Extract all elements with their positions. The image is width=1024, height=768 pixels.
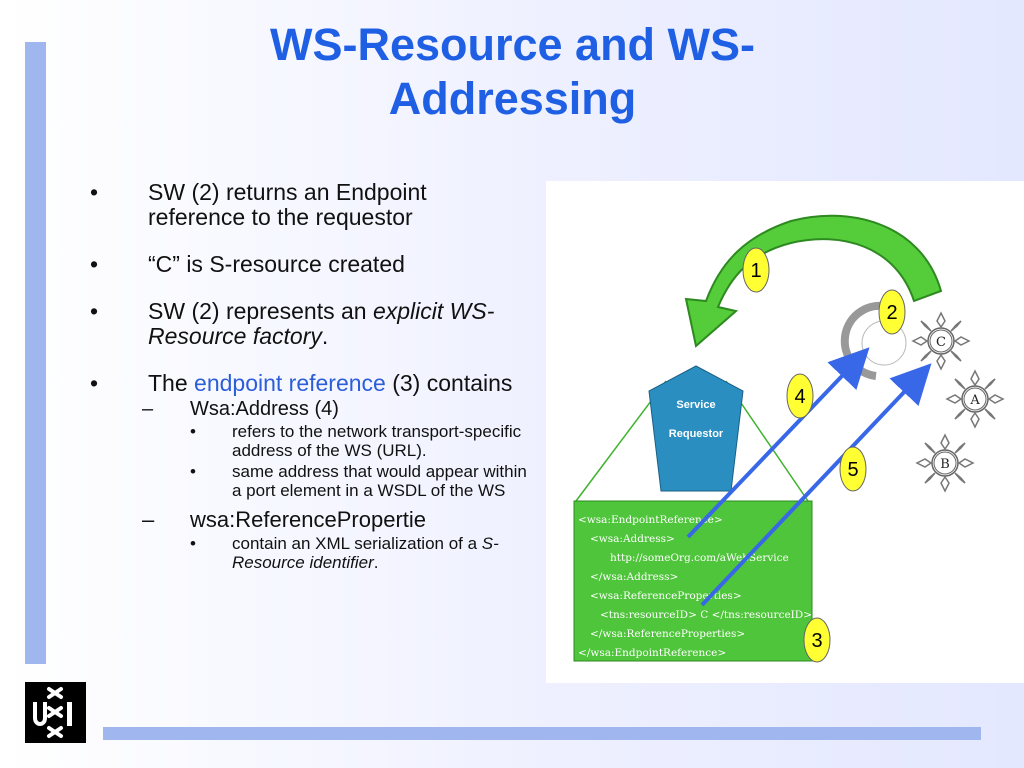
resource-c-label: C <box>936 335 946 350</box>
xml-line: </wsa:Address> <box>590 571 678 583</box>
university-logo <box>25 682 86 743</box>
sub-bullet-reference-properties: – wsa:ReferencePropertie <box>90 508 530 532</box>
bullet-glyph: • <box>90 370 99 396</box>
bullet-glyph: • <box>190 462 196 481</box>
badge-4-label: 4 <box>794 386 805 408</box>
resource-a-icon: A <box>946 370 1004 428</box>
bottom-accent-bar <box>103 727 981 740</box>
resource-b-icon: B <box>916 434 974 492</box>
service-requestor-shape: Service Requestor <box>648 365 744 492</box>
green-curved-arrow <box>684 214 943 348</box>
xml-line: <wsa:ReferenceProperties> <box>590 590 742 602</box>
badge-3-label: 3 <box>811 630 822 652</box>
badge-2: 2 <box>878 289 906 335</box>
xml-line: <wsa:EndpointReference> <box>578 514 723 526</box>
sub-sub-bullet-transport: • refers to the network transport-specif… <box>90 422 530 460</box>
left-accent-bar <box>25 42 46 664</box>
bullet-text-prefix: The <box>148 370 195 396</box>
sub-bullet-wsa-address: – Wsa:Address (4) <box>90 398 530 420</box>
blue-arrows <box>686 347 932 607</box>
sub-sub-bullet-text-suffix: . <box>373 553 379 572</box>
sub-sub-bullet-text: same address that would appear within a … <box>232 462 527 500</box>
badge-3: 3 <box>803 617 831 663</box>
bullet-item-factory: • SW (2) represents an explicit WS-Resou… <box>90 299 530 349</box>
requestor-label-1: Service <box>676 399 715 411</box>
xml-line: http://someOrg.com/aWebService <box>610 552 789 564</box>
slide-title: WS-Resource and WS-Addressing <box>269 19 756 124</box>
resource-b-label: B <box>940 457 950 472</box>
badge-5-label: 5 <box>847 459 858 481</box>
ws-addressing-diagram: Service Requestor C A B <wsa:EndpointRef… <box>546 181 1024 683</box>
resource-c-icon: C <box>912 312 970 370</box>
bullet-item-resource-created: • “C” is S-resource created <box>90 252 530 277</box>
sub-sub-bullet-text-prefix: contain an XML serialization of a <box>232 534 482 553</box>
sub-sub-bullet-serialization: • contain an XML serialization of a S-Re… <box>90 534 530 572</box>
badge-1-label: 1 <box>750 260 761 282</box>
bullet-text: “C” is S-resource created <box>148 251 405 277</box>
sub-bullet-text: wsa:ReferencePropertie <box>190 507 427 532</box>
resource-a-label: A <box>969 393 980 408</box>
bullet-text-italic: explicit WS-Resource factory <box>148 298 495 349</box>
bullet-text: SW (2) returns an Endpoint reference to … <box>148 179 427 230</box>
bullet-glyph: • <box>190 534 196 553</box>
bullet-item-endpoint: • SW (2) returns an Endpoint reference t… <box>90 180 530 230</box>
xml-line: <tns:resourceID> C </tns:resourceID> <box>600 609 812 621</box>
dash-glyph: – <box>142 507 155 532</box>
bullet-glyph: • <box>90 179 99 205</box>
xml-line: </wsa:EndpointReference> <box>578 647 726 659</box>
bullet-glyph: • <box>190 422 196 441</box>
sub-sub-bullet-text: refers to the network transport-specific… <box>232 422 522 460</box>
number-badges: 1 2 4 5 3 <box>742 247 906 663</box>
sub-sub-bullet-text-italic: S-Resource identifier <box>232 534 499 572</box>
dash-glyph: – <box>142 398 154 420</box>
bullet-text-prefix: SW (2) represents an <box>148 298 373 324</box>
badge-4: 4 <box>786 373 814 419</box>
bullet-item-endpoint-reference: • The endpoint reference (3) contains <box>90 371 530 396</box>
badge-1: 1 <box>742 247 770 293</box>
bullet-text-suffix: . <box>321 323 329 349</box>
bullet-list: • SW (2) returns an Endpoint reference t… <box>90 180 530 573</box>
sub-sub-bullet-wsdl: • same address that would appear within … <box>90 462 530 500</box>
sub-bullet-text: Wsa:Address (4) <box>190 398 339 420</box>
xml-line: </wsa:ReferenceProperties> <box>590 628 745 640</box>
bullet-glyph: • <box>90 251 99 277</box>
xml-line: <wsa:Address> <box>590 533 675 545</box>
bullet-text-suffix: (3) contains <box>385 370 513 396</box>
endpoint-reference-link[interactable]: endpoint reference <box>194 370 386 396</box>
badge-5: 5 <box>839 446 867 492</box>
requestor-label-2: Requestor <box>669 428 724 440</box>
badge-2-label: 2 <box>886 302 897 324</box>
bullet-glyph: • <box>90 298 99 324</box>
